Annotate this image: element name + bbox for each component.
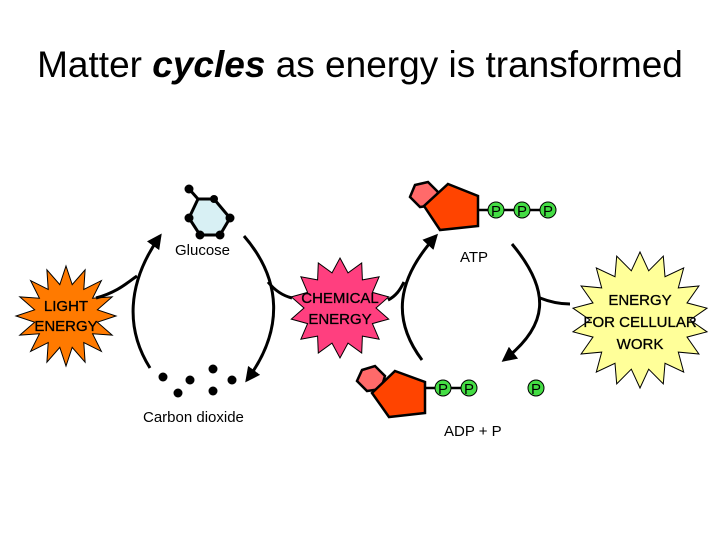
atp-phosphate-1: P — [491, 203, 501, 220]
work-star-icon: ENERGY FOR CELLULAR WORK — [571, 250, 709, 390]
free-phosphate: P — [531, 381, 541, 398]
page-title: Matter cycles as energy is transformed — [0, 44, 720, 86]
light-energy-label-1: LIGHT — [44, 298, 88, 315]
adp-label: ADP + P — [444, 423, 502, 440]
chemical-energy-label-2: ENERGY — [308, 311, 371, 328]
atp-phosphate-2: P — [517, 203, 527, 220]
light-star-icon: LIGHT ENERGY — [14, 264, 118, 368]
light-energy-label-2: ENERGY — [34, 318, 97, 335]
carbon-dioxide-molecules-icon — [158, 364, 237, 398]
adp-phosphate-1: P — [438, 381, 448, 398]
title-emphasis: cycles — [152, 44, 266, 85]
chemical-star-icon: CHEMICAL ENERGY — [290, 256, 390, 360]
adp-phosphate-2: P — [464, 381, 474, 398]
cellular-work-label-1: ENERGY — [608, 292, 671, 309]
cellular-work-label-3: WORK — [617, 336, 664, 353]
title-part-2: as energy is transformed — [275, 44, 683, 85]
carbon-dioxide-label: Carbon dioxide — [143, 409, 244, 426]
atp-label: ATP — [460, 249, 488, 266]
cycle-arrow-icon — [95, 233, 571, 383]
title-part-1: Matter — [37, 44, 142, 85]
glucose-molecule-icon — [184, 184, 235, 240]
cellular-work-label-2: FOR CELLULAR — [583, 314, 697, 331]
chemical-energy-label-1: CHEMICAL — [301, 290, 379, 307]
adp-molecule-icon: P P P — [355, 364, 545, 419]
atp-molecule-icon: P P P — [408, 180, 557, 232]
atp-phosphate-3: P — [543, 203, 553, 220]
glucose-label: Glucose — [175, 242, 230, 259]
